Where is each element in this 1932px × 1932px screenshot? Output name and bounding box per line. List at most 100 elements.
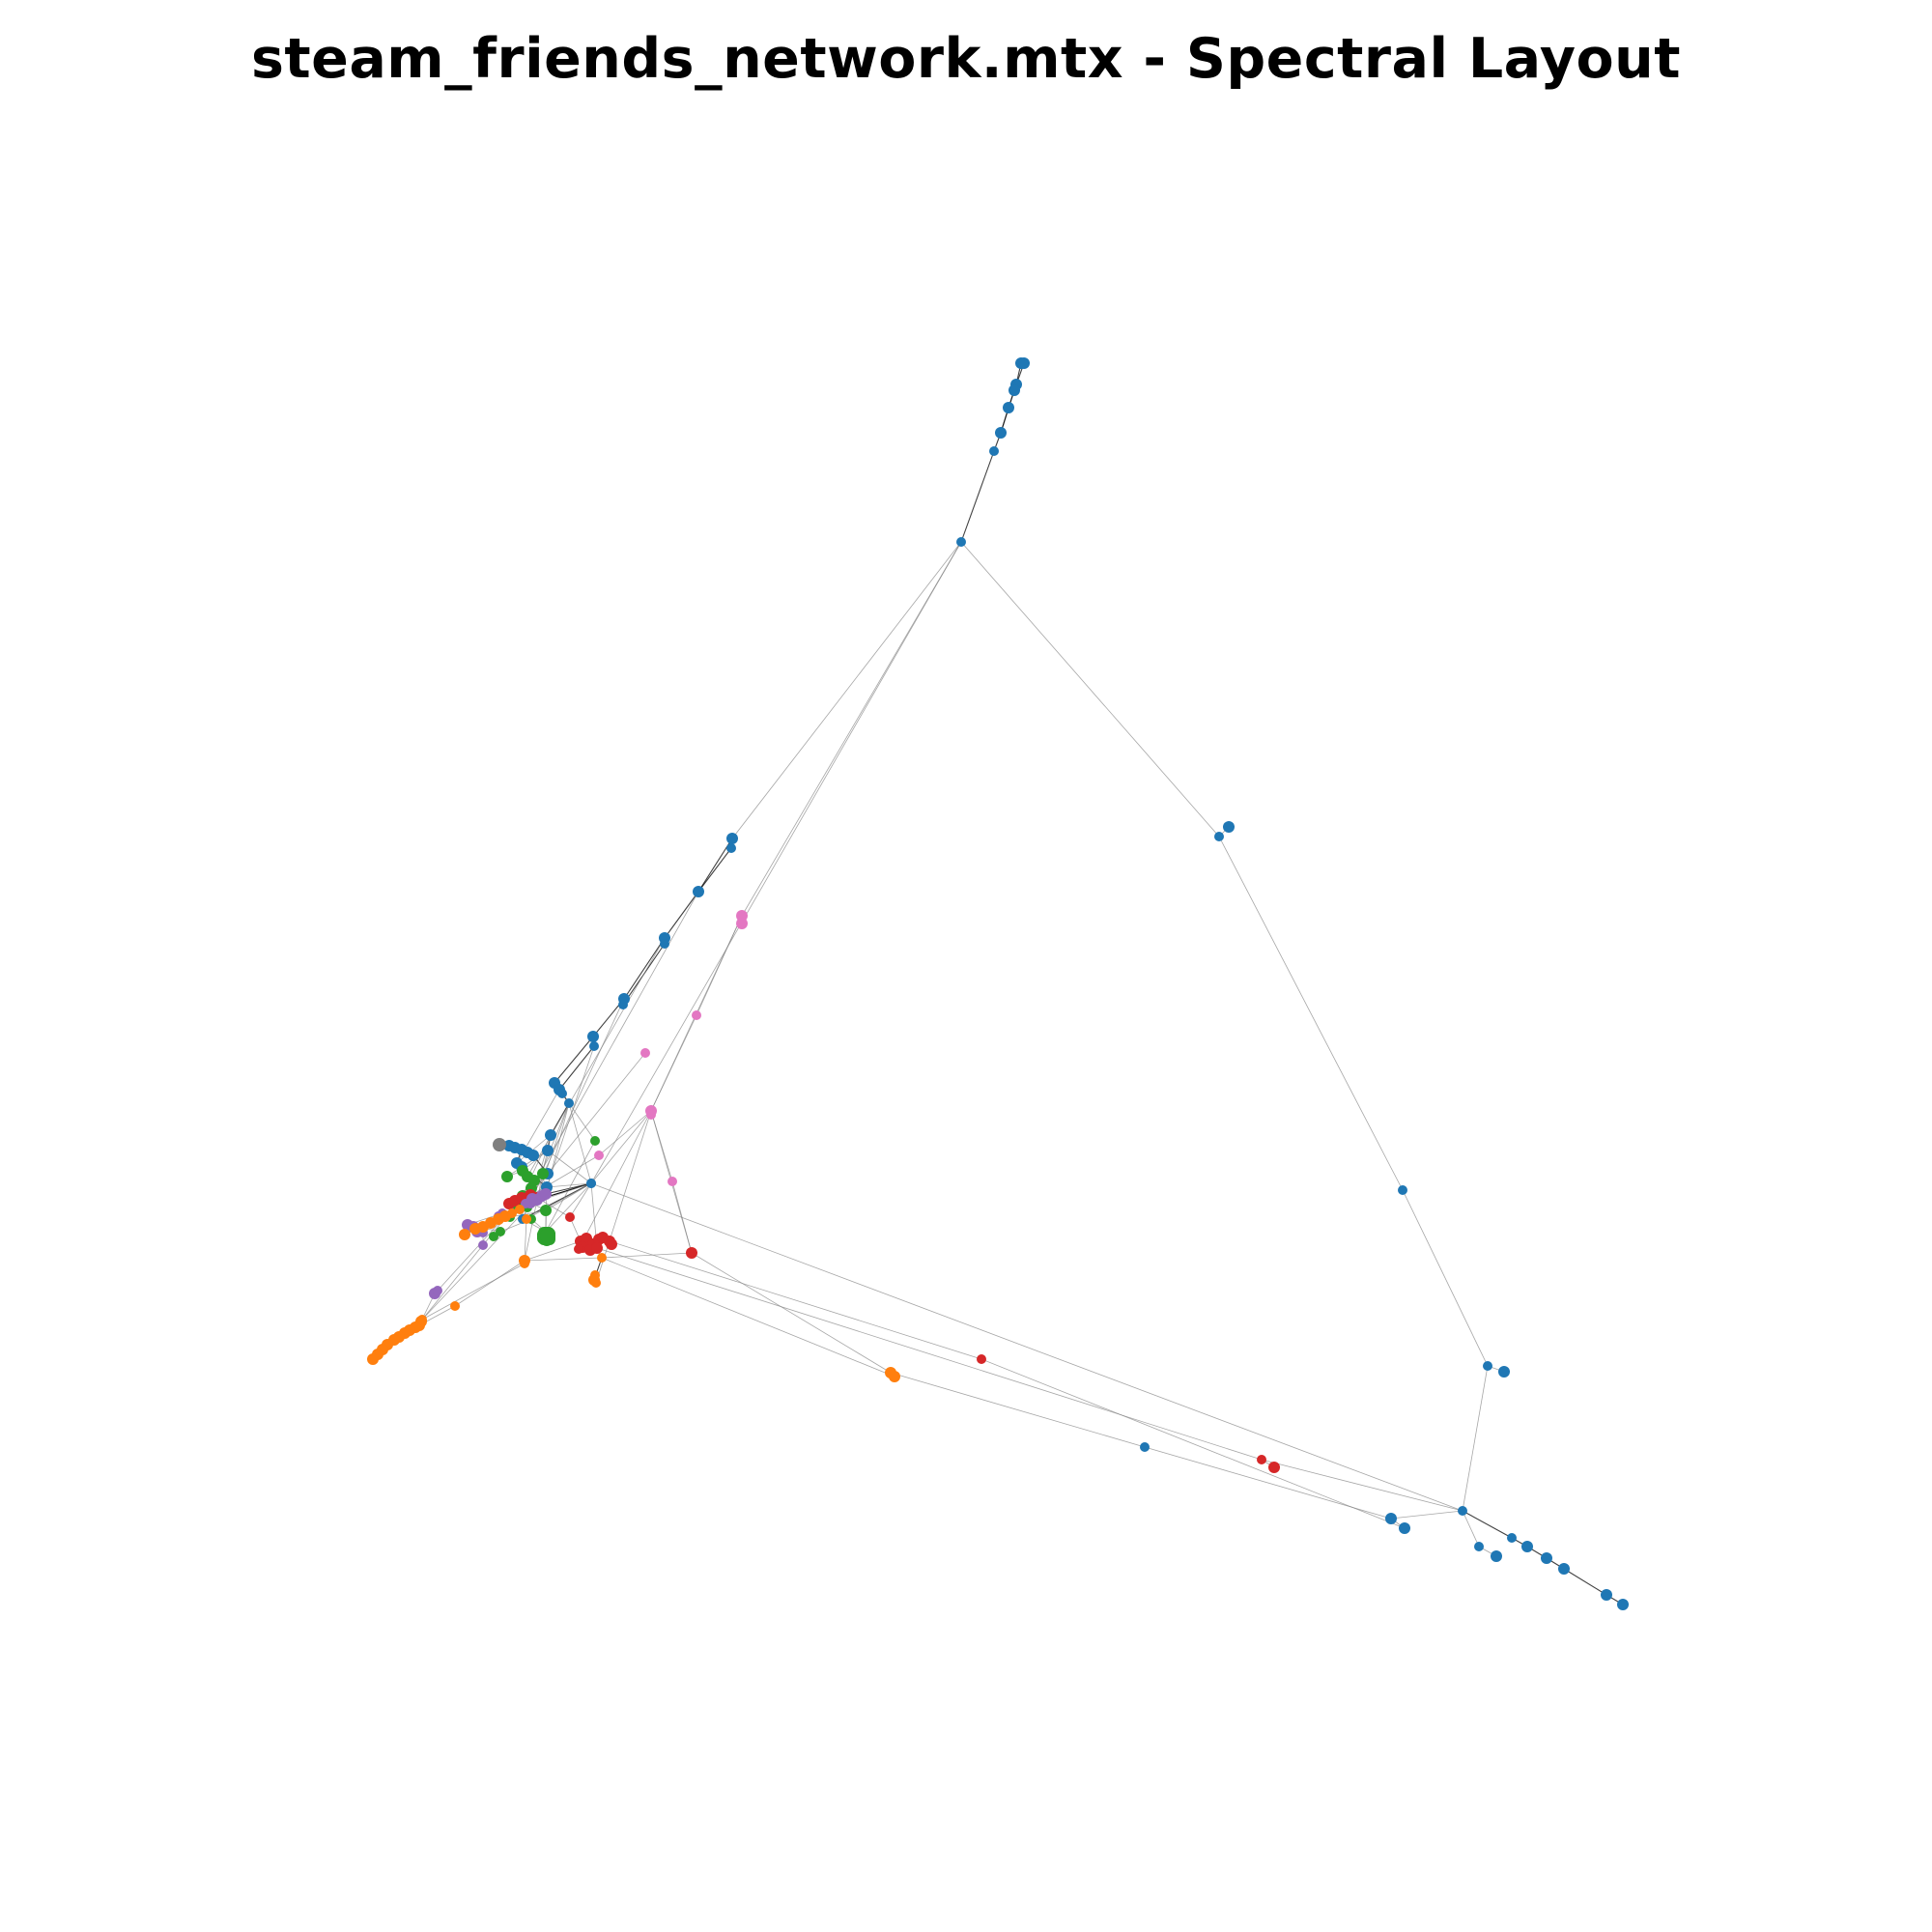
graph-edge bbox=[960, 541, 1220, 838]
graph-edge bbox=[550, 1102, 570, 1136]
graph-node-blue bbox=[1458, 1506, 1467, 1516]
graph-edge bbox=[595, 1110, 652, 1284]
graph-node-pink bbox=[668, 1177, 677, 1186]
graph-node-blue bbox=[1399, 1522, 1410, 1534]
graph-node-blue bbox=[1385, 1513, 1397, 1524]
graph-edge bbox=[569, 1182, 592, 1218]
graph-node-blue bbox=[1491, 1550, 1502, 1562]
graph-edge bbox=[741, 541, 962, 917]
graph-node-gray bbox=[493, 1138, 506, 1151]
graph-node-blue bbox=[1140, 1442, 1150, 1452]
graph-node-pink bbox=[692, 1010, 701, 1020]
graph-node-blue bbox=[1018, 357, 1030, 369]
graph-node-orange bbox=[889, 1371, 900, 1382]
figure-title: steam_friends_network.mtx - Spectral Lay… bbox=[250, 27, 1681, 91]
graph-node-pink bbox=[594, 1151, 604, 1160]
graph-node-blue bbox=[618, 1000, 628, 1009]
graph-edge bbox=[506, 1150, 549, 1178]
graph-edge bbox=[664, 891, 699, 939]
graph-edge bbox=[554, 1036, 594, 1084]
graph-node-blue bbox=[557, 1089, 567, 1098]
graph-node-blue bbox=[693, 886, 704, 897]
graph-node-blue bbox=[1398, 1185, 1407, 1195]
graph-edge bbox=[545, 1182, 592, 1233]
graph-node-orange bbox=[367, 1353, 379, 1365]
graph-edge bbox=[545, 1140, 596, 1233]
graph-edge bbox=[1462, 1510, 1480, 1548]
graph-node-green bbox=[541, 1206, 551, 1215]
graph-node-blue bbox=[1498, 1366, 1510, 1378]
graph-edge bbox=[1563, 1568, 1607, 1596]
graph-edge bbox=[731, 541, 962, 839]
graph-edge bbox=[691, 1252, 892, 1374]
graph-node-blue bbox=[1214, 832, 1224, 841]
graph-edge bbox=[524, 1218, 527, 1262]
graph-node-blue bbox=[545, 1129, 556, 1141]
graph-node-blue bbox=[1521, 1541, 1533, 1552]
graph-node-pink bbox=[646, 1110, 656, 1120]
edges-layer bbox=[372, 362, 1624, 1605]
graph-node-blue bbox=[1003, 402, 1014, 413]
graph-node-red bbox=[1257, 1455, 1266, 1464]
graph-node-blue bbox=[660, 939, 669, 949]
graph-node-green bbox=[496, 1227, 505, 1236]
graph-edge bbox=[609, 1240, 982, 1360]
graph-edge bbox=[590, 1182, 1463, 1512]
graph-edge bbox=[421, 1263, 526, 1321]
graph-node-blue bbox=[589, 1041, 599, 1051]
graph-edge bbox=[590, 1110, 652, 1184]
graph-node-orange bbox=[507, 1208, 517, 1218]
graph-node-blue bbox=[956, 537, 966, 547]
graph-node-purple bbox=[540, 1188, 552, 1200]
graph-edge bbox=[545, 1182, 592, 1211]
graph-node-red bbox=[606, 1238, 617, 1250]
graph-node-blue bbox=[527, 1150, 539, 1161]
graph-edge bbox=[697, 847, 732, 893]
graph-node-green bbox=[540, 1229, 554, 1242]
graph-edge bbox=[516, 1134, 552, 1164]
graph-node-purple bbox=[478, 1240, 488, 1250]
graph-edge bbox=[598, 1110, 652, 1156]
graph-node-blue bbox=[726, 833, 738, 844]
graph-node-green bbox=[590, 1136, 600, 1146]
graph-edge bbox=[558, 1045, 595, 1091]
graph-node-orange bbox=[590, 1270, 600, 1280]
graph-edge bbox=[1402, 1189, 1489, 1367]
graph-node-blue bbox=[1483, 1361, 1492, 1371]
graph-node-blue bbox=[1474, 1542, 1484, 1551]
graph-node-blue bbox=[587, 1031, 599, 1042]
graph-node-green bbox=[489, 1232, 498, 1241]
graph-node-red bbox=[574, 1244, 583, 1254]
graph-node-purple bbox=[433, 1286, 442, 1295]
graph-node-orange bbox=[522, 1214, 531, 1224]
nodes-layer bbox=[367, 357, 1629, 1610]
graph-node-red bbox=[686, 1247, 697, 1259]
graph-edge bbox=[890, 1372, 1146, 1448]
graph-node-pink bbox=[736, 918, 748, 929]
graph-node-blue bbox=[1558, 1563, 1570, 1575]
graph-edge bbox=[596, 1247, 1263, 1461]
graph-node-red bbox=[977, 1354, 986, 1364]
graph-node-blue bbox=[726, 843, 736, 853]
graph-edge bbox=[1261, 1459, 1463, 1512]
graph-node-orange bbox=[591, 1278, 601, 1288]
graph-node-pink bbox=[640, 1048, 650, 1058]
graph-edge bbox=[1462, 1365, 1489, 1512]
graph-edge bbox=[526, 1182, 592, 1220]
graph-node-orange bbox=[450, 1301, 460, 1311]
graph-node-blue bbox=[564, 1098, 574, 1108]
graph-edge bbox=[524, 1240, 582, 1262]
graph-edge bbox=[1462, 1510, 1513, 1539]
graph-node-red bbox=[1268, 1462, 1280, 1473]
graph-node-orange bbox=[597, 1253, 607, 1263]
graph-node-blue bbox=[989, 446, 999, 456]
graph-edge bbox=[980, 1358, 1406, 1529]
graph-edge bbox=[1218, 836, 1404, 1191]
graph-node-blue bbox=[1541, 1552, 1552, 1564]
graph-edge bbox=[601, 1252, 693, 1259]
graph-edge bbox=[546, 1182, 592, 1188]
graph-node-blue bbox=[1617, 1599, 1629, 1610]
graph-edge bbox=[509, 1209, 547, 1218]
graph-edge bbox=[671, 1180, 693, 1254]
